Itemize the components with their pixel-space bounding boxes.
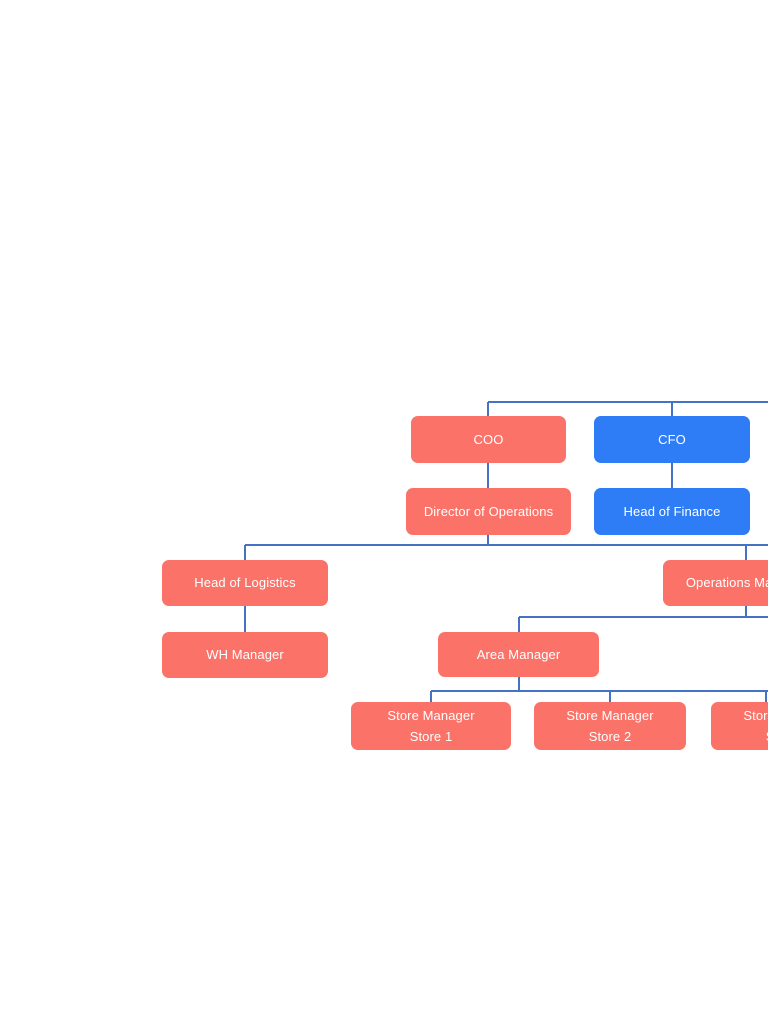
org-node-label: Head of Logistics [194,575,296,591]
org-node-label: CFO [658,431,686,447]
org-node-store-manager-1[interactable]: Store Manager Store 1 [351,702,511,750]
org-node-sublabel: Store 2 [588,729,632,744]
org-node-label: Director of Operations [423,503,554,519]
org-node-director-of-operations[interactable]: Director of Operations [406,488,571,535]
org-node-store-manager-2[interactable]: Store Manager Store 2 [534,702,686,750]
org-node-label: Store Manager [566,707,654,723]
org-node-wh-manager[interactable]: WH Manager [162,632,328,678]
org-node-store-manager-3[interactable]: Store Manager Store 3 [711,702,768,750]
org-node-head-of-finance[interactable]: Head of Finance [594,488,750,535]
org-node-label: Operations Manager [685,575,768,591]
org-node-label: COO [473,431,504,447]
org-node-coo[interactable]: COO [411,416,566,463]
org-node-cfo[interactable]: CFO [594,416,750,463]
org-node-label: Store Manager [743,707,768,723]
org-node-sublabel: Store 1 [409,729,453,744]
org-node-label: Area Manager [476,646,561,662]
org-node-area-manager[interactable]: Area Manager [438,632,599,677]
org-node-label: WH Manager [206,647,284,663]
org-node-sublabel: Store 3 [766,726,768,747]
org-node-operations-manager[interactable]: Operations Manager [663,560,768,606]
org-node-head-of-logistics[interactable]: Head of Logistics [162,560,328,606]
org-node-label: Store Manager [387,707,475,723]
org-node-label: Head of Finance [623,503,721,519]
